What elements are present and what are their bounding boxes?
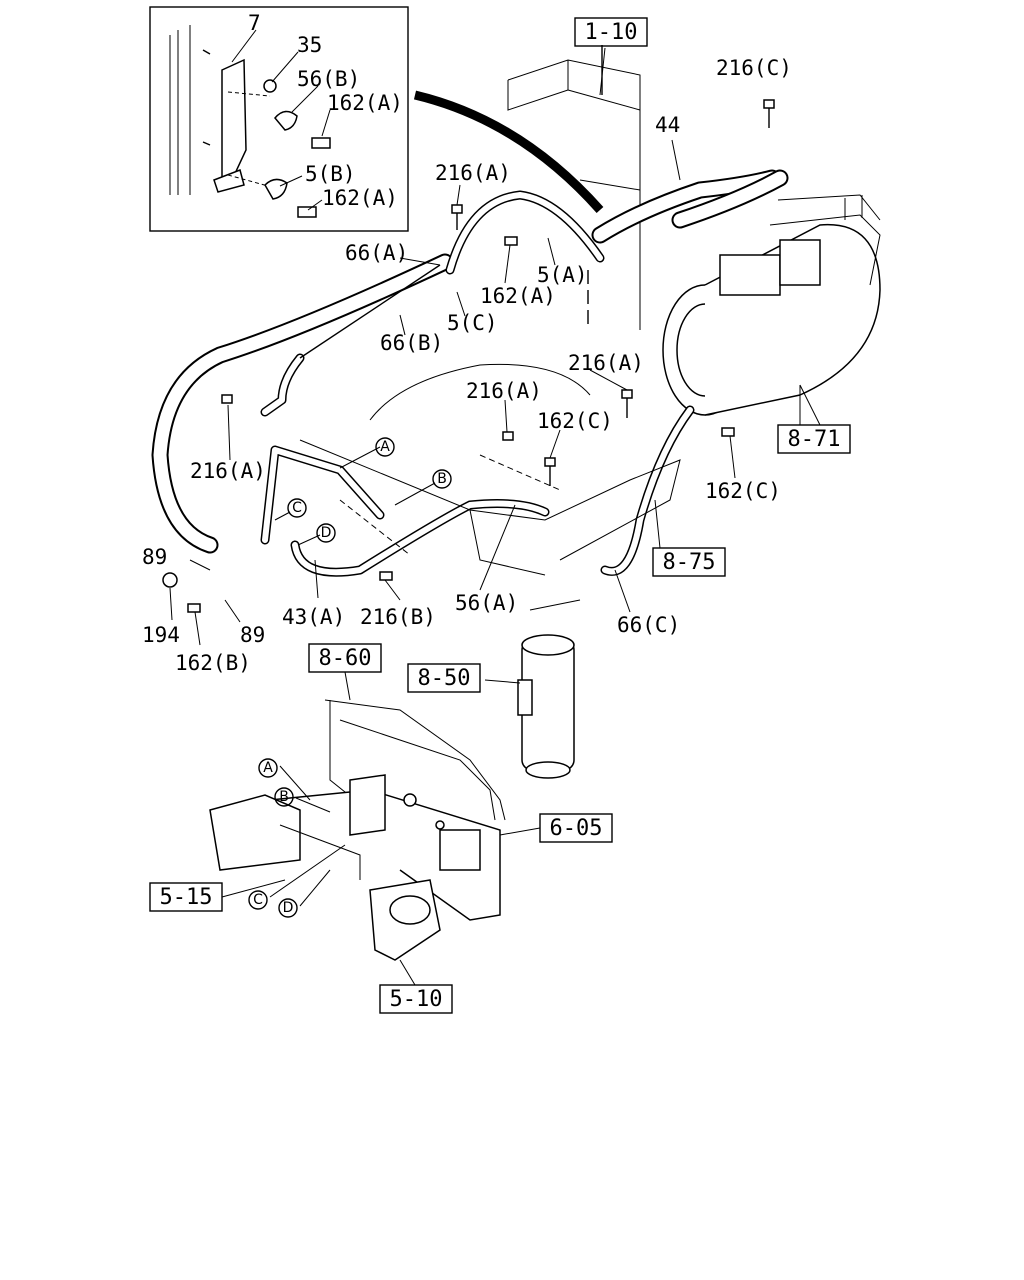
conn-marker-c-upper: C [287,498,307,518]
part-label-216c: 216(C) [716,56,792,80]
ref-box-1-10: 1-10 [574,17,648,47]
part-label-162a: 162(A) [480,284,556,308]
part-label-89-1: 89 [142,545,167,569]
conn-marker-c-lower: C [248,890,268,910]
conn-marker-a-lower: A [258,758,278,778]
part-label-35: 35 [297,33,322,57]
part-label-56b: 56(B) [297,67,360,91]
svg-text:B: B [437,471,447,487]
part-label-162c-2: 162(C) [705,479,781,503]
part-label-216a-3: 216(A) [466,379,542,403]
ref-label-8-71: 8-71 [788,427,841,452]
radiator-assembly [209,699,506,961]
ref-label-8-60: 8-60 [319,646,372,671]
fasteners [162,99,775,613]
inset-pointer-arc [413,90,604,213]
connection-markers: A B C D A B C D [248,437,452,918]
part-label-89-2: 89 [240,623,265,647]
detail-inset [149,6,409,232]
svg-text:C: C [292,500,302,516]
engine-outline [507,45,641,330]
part-label-44: 44 [655,113,680,137]
part-label-5b: 5(B) [305,162,356,186]
part-labels: 7 35 56(B) 162(A) 5(B) 162(A) 216(C) 44 … [142,11,792,675]
ref-box-5-15: 5-15 [149,882,223,912]
pipe-cross [260,445,385,545]
part-label-216a-2: 216(A) [568,351,644,375]
hose-66a [151,253,454,554]
part-label-66b: 66(B) [380,331,443,355]
svg-text:D: D [321,525,332,541]
part-label-162a-inset-2: 162(A) [322,186,398,210]
ref-label-8-75: 8-75 [663,550,716,575]
condenser-outline [299,363,681,576]
part-label-162a-inset-1: 162(A) [327,91,403,115]
part-label-216b: 216(B) [360,605,436,629]
ref-box-8-50: 8-50 [407,663,481,693]
part-label-56a: 56(A) [455,591,518,615]
hose-66b-upper [299,264,441,359]
svg-text:B: B [279,789,289,805]
part-label-66c: 66(C) [617,613,680,637]
ref-label-1-10: 1-10 [585,20,638,45]
ref-box-6-05: 6-05 [539,813,613,843]
ref-box-5-10: 5-10 [379,984,453,1014]
svg-text:C: C [253,892,263,908]
part-label-194: 194 [142,623,180,647]
receiver-drier [517,599,581,779]
conn-marker-d-upper: D [316,523,336,543]
ref-label-5-10: 5-10 [390,987,443,1012]
pipe-43a [290,499,550,577]
ref-box-8-60: 8-60 [308,643,382,673]
conn-marker-b-lower: B [274,787,294,807]
conn-marker-b-upper: B [432,469,452,489]
compressor [662,194,881,426]
part-label-5c: 5(C) [447,311,498,335]
ref-label-5-15: 5-15 [160,885,213,910]
part-label-216a-1: 216(A) [435,161,511,185]
hose-66b [260,353,305,417]
svg-text:D: D [283,900,294,916]
conn-marker-d-lower: D [278,898,298,918]
ref-label-6-05: 6-05 [550,816,603,841]
svg-text:A: A [263,760,273,776]
ref-box-8-71: 8-71 [777,424,851,454]
part-label-66a: 66(A) [345,241,408,265]
part-label-43a: 43(A) [282,605,345,629]
part-label-5a: 5(A) [537,263,588,287]
ref-box-8-75: 8-75 [652,547,726,577]
part-label-162b: 162(B) [175,651,251,675]
hose-66c [600,405,695,576]
part-label-162c-1: 162(C) [537,409,613,433]
svg-text:A: A [380,439,390,455]
ref-label-8-50: 8-50 [418,666,471,691]
hose-top [445,169,789,275]
part-label-216a-4: 216(A) [190,459,266,483]
leader-lines [169,47,821,986]
conn-marker-a-upper: A [375,437,395,457]
part-label-7: 7 [248,11,261,35]
